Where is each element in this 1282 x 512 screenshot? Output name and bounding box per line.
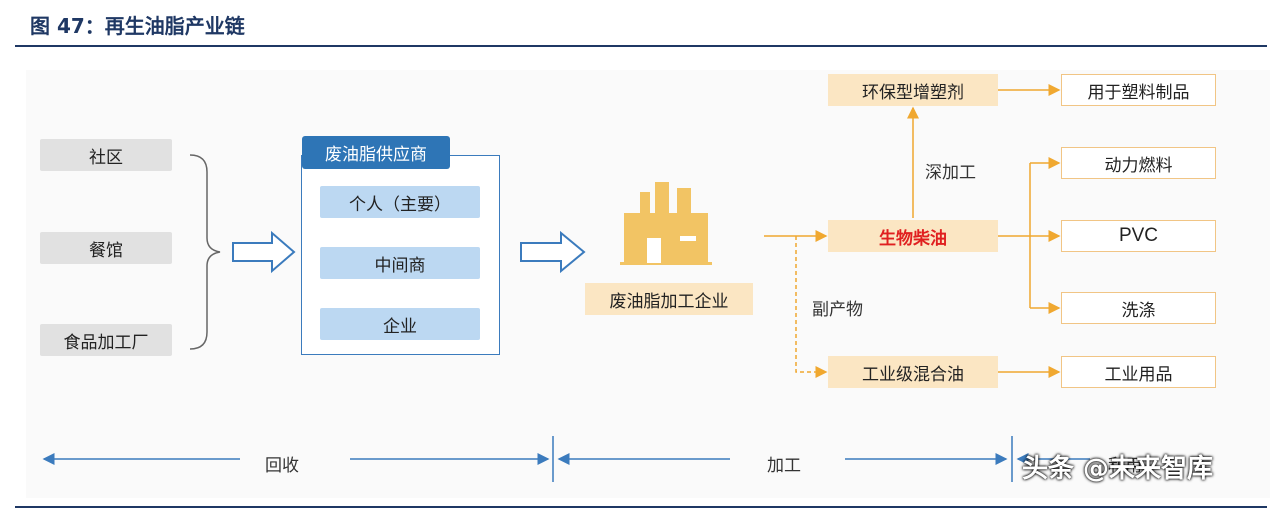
use-pvc: PVC (1061, 220, 1216, 252)
connector-byproduct (795, 236, 828, 378)
deep-processing-label: 深加工 (925, 163, 976, 183)
stage-recycle: 回收 (265, 456, 299, 476)
factory-windows (647, 236, 696, 263)
supplier-middleman: 中间商 (320, 247, 480, 279)
supplier-label: 废油脂供应商 (302, 136, 450, 169)
source-community: 社区 (40, 139, 172, 171)
supplier-individual: 个人（主要） (320, 186, 480, 218)
source-restaurant: 餐馆 (40, 232, 172, 264)
supplier-enterprise: 企业 (320, 308, 480, 340)
use-detergent: 洗涤 (1061, 292, 1216, 324)
watermark: 头条 @未来智库 (1022, 454, 1214, 484)
stage-process: 加工 (767, 456, 801, 476)
byproduct-label: 副产物 (812, 300, 863, 320)
use-power-fuel: 动力燃料 (1061, 147, 1216, 179)
figure-title: 图 47：再生油脂产业链 (30, 14, 245, 38)
plasticizer-box: 环保型增塑剂 (828, 74, 998, 106)
factory-icon (620, 182, 712, 265)
source-food-factory: 食品加工厂 (40, 324, 172, 356)
plasticizer-use-box: 用于塑料制品 (1061, 74, 1216, 106)
mixed-oil-use-box: 工业用品 (1061, 356, 1216, 388)
processor-box: 废油脂加工企业 (585, 283, 753, 315)
bottom-rule (15, 506, 1267, 508)
mixed-oil-box: 工业级混合油 (828, 356, 998, 388)
block-arrow-1 (232, 230, 296, 274)
block-arrow-2 (520, 230, 586, 274)
title-rule (15, 45, 1267, 47)
stage-use: 利用 (1108, 456, 1142, 476)
source-brace (189, 154, 221, 350)
biodiesel-box: 生物柴油 (828, 220, 998, 252)
